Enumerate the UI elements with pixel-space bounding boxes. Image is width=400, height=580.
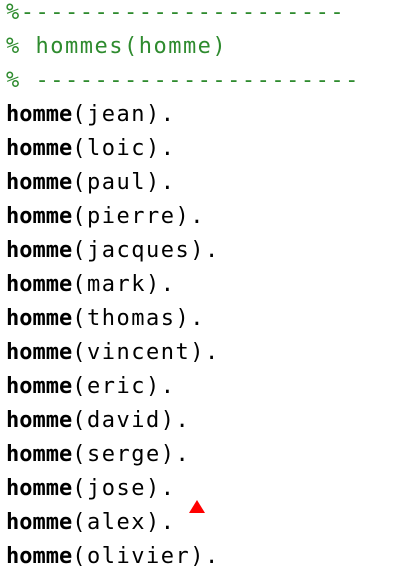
code-line[interactable]: homme(jose). (6, 472, 175, 506)
comment-line: % hommes(homme) (6, 34, 228, 59)
open-paren: ( (72, 102, 87, 127)
code-line[interactable]: homme(vincent). (6, 336, 220, 370)
open-paren: ( (72, 408, 87, 433)
open-paren: ( (72, 442, 87, 467)
predicate-keyword: homme (6, 476, 73, 501)
fact-argument: vincent (86, 340, 191, 365)
predicate-keyword: homme (6, 102, 73, 127)
close-paren: ). (160, 442, 191, 467)
predicate-keyword: homme (6, 204, 73, 229)
predicate-keyword: homme (6, 544, 73, 569)
comment-line: % ---------------------- (6, 68, 360, 93)
close-paren: ). (145, 510, 176, 535)
code-line[interactable]: homme(mark). (6, 268, 175, 302)
open-paren: ( (72, 306, 87, 331)
predicate-keyword: homme (6, 374, 73, 399)
predicate-keyword: homme (6, 238, 73, 263)
code-line[interactable]: homme(loic). (6, 132, 175, 166)
fact-argument: olivier (86, 544, 191, 569)
open-paren: ( (72, 204, 87, 229)
fact-argument: pierre (86, 204, 176, 229)
close-paren: ). (145, 272, 176, 297)
code-line[interactable]: homme(thomas). (6, 302, 205, 336)
open-paren: ( (72, 476, 87, 501)
fact-argument: jacques (86, 238, 191, 263)
fact-argument: jean (86, 102, 146, 127)
close-paren: ). (145, 102, 176, 127)
open-paren: ( (72, 272, 87, 297)
code-line[interactable]: homme(jean). (6, 98, 175, 132)
close-paren: ). (190, 340, 220, 365)
code-line[interactable]: homme(pierre). (6, 200, 205, 234)
open-paren: ( (72, 510, 87, 535)
code-line[interactable]: homme(david). (6, 404, 190, 438)
predicate-keyword: homme (6, 442, 73, 467)
predicate-keyword: homme (6, 408, 73, 433)
fact-argument: serge (86, 442, 161, 467)
predicate-keyword: homme (6, 340, 73, 365)
code-line[interactable]: homme(paul). (6, 166, 175, 200)
open-paren: ( (72, 374, 87, 399)
open-paren: ( (72, 340, 87, 365)
close-paren: ). (145, 476, 176, 501)
fact-argument: paul (86, 170, 146, 195)
warning-marker-icon[interactable] (189, 500, 205, 513)
open-paren: ( (72, 170, 87, 195)
close-paren: ). (175, 204, 205, 229)
predicate-keyword: homme (6, 306, 73, 331)
fact-argument: loic (86, 136, 146, 161)
close-paren: ). (145, 170, 176, 195)
fact-argument: mark (86, 272, 146, 297)
close-paren: ). (190, 544, 220, 569)
code-line[interactable]: homme(olivier). (6, 540, 220, 574)
open-paren: ( (72, 238, 87, 263)
fact-argument: jose (86, 476, 146, 501)
fact-argument: eric (86, 374, 146, 399)
close-paren: ). (160, 408, 191, 433)
open-paren: ( (72, 544, 87, 569)
open-paren: ( (72, 136, 87, 161)
fact-argument: alex (86, 510, 146, 535)
predicate-keyword: homme (6, 510, 73, 535)
code-line[interactable]: homme(alex). (6, 506, 175, 540)
close-paren: ). (145, 136, 176, 161)
predicate-keyword: homme (6, 272, 73, 297)
code-line[interactable]: homme(eric). (6, 370, 175, 404)
close-paren: ). (145, 374, 176, 399)
code-line[interactable]: homme(serge). (6, 438, 190, 472)
fact-argument: david (86, 408, 161, 433)
predicate-keyword: homme (6, 136, 73, 161)
close-paren: ). (190, 238, 220, 263)
close-paren: ). (175, 306, 205, 331)
predicate-keyword: homme (6, 170, 73, 195)
comment-line: %---------------------- (6, 0, 346, 25)
fact-argument: thomas (86, 306, 176, 331)
code-line[interactable]: homme(jacques). (6, 234, 220, 268)
